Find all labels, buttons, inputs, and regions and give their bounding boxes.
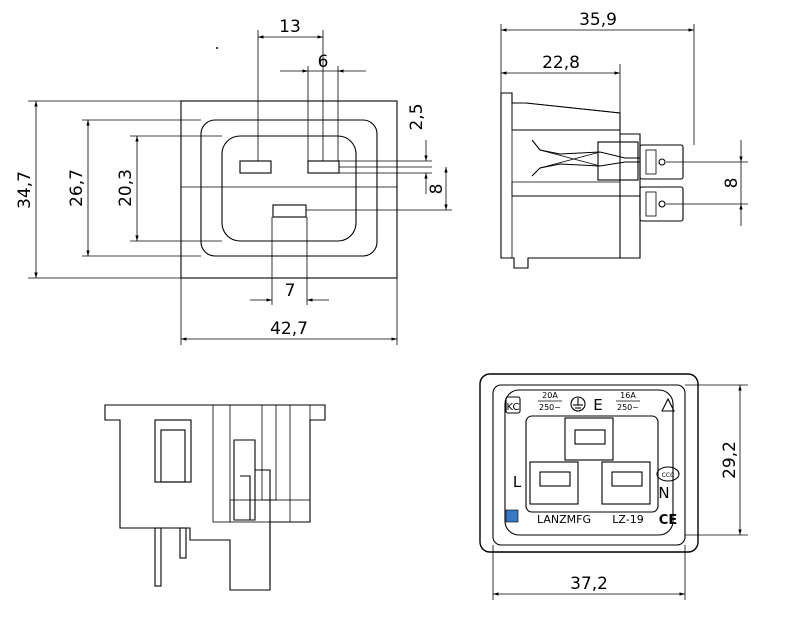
dim-pin-offset: 8 [427, 184, 447, 195]
dim-rear-height: 29,2 [720, 441, 740, 479]
side-view: 35,9 22,8 8 [500, 10, 748, 269]
rear-outer-frame [479, 373, 699, 553]
rating-left-volt: 250~ [539, 403, 561, 412]
section-view [104, 404, 326, 591]
dim-pin-spacing: 13 [279, 17, 301, 37]
dim-pin-width: 6 [318, 52, 329, 72]
dim-side-terminal-spacing: 8 [722, 178, 742, 189]
rear-view: 29,2 37,2 KC 20A 250~ E 16A 250~ L CCC N… [479, 373, 748, 600]
front-pin-earth [272, 204, 307, 218]
earth-label: E [593, 396, 602, 414]
model-label: LZ-19 [612, 513, 643, 526]
rating-left-amp: 20A [542, 391, 558, 400]
ccc-mark-icon: CCC [656, 466, 680, 482]
warning-triangle-icon [661, 397, 675, 412]
neutral-label: N [658, 484, 669, 502]
front-pin-left [239, 160, 272, 174]
svg-text:KC: KC [507, 402, 520, 413]
dim-cavity-height: 20,3 [116, 169, 136, 207]
front-pin-right [307, 160, 340, 174]
stray-dot [216, 47, 218, 49]
kc-mark-icon: KC [505, 396, 521, 414]
front-cavity [221, 135, 357, 242]
dim-side-total-depth: 35,9 [579, 10, 617, 30]
rating-right-volt: 250~ [617, 403, 639, 412]
dim-inner-height: 26,7 [67, 169, 87, 207]
dim-total-height: 34,7 [15, 171, 35, 209]
brand-label: LANZMFG [537, 513, 591, 526]
dim-pin-height: 2,5 [407, 103, 427, 130]
dim-rear-width: 37,2 [570, 574, 608, 594]
front-extension-lines [28, 30, 452, 345]
line-label: L [513, 473, 522, 491]
blue-badge-icon [505, 509, 519, 523]
front-outer-frame [180, 100, 398, 279]
rating-right-amp: 16A [620, 391, 636, 400]
earth-icon [570, 396, 586, 412]
dim-side-body-depth: 22,8 [542, 53, 580, 73]
dim-total-width: 42,7 [270, 319, 308, 339]
svg-text:CCC: CCC [662, 472, 675, 479]
front-view: 13 6 2,5 8 7 42,7 34,7 26,7 20,3 [15, 17, 452, 345]
ce-mark: CE [659, 513, 677, 528]
front-inner-frame [200, 119, 378, 257]
dim-bottom-pin: 7 [285, 281, 296, 301]
